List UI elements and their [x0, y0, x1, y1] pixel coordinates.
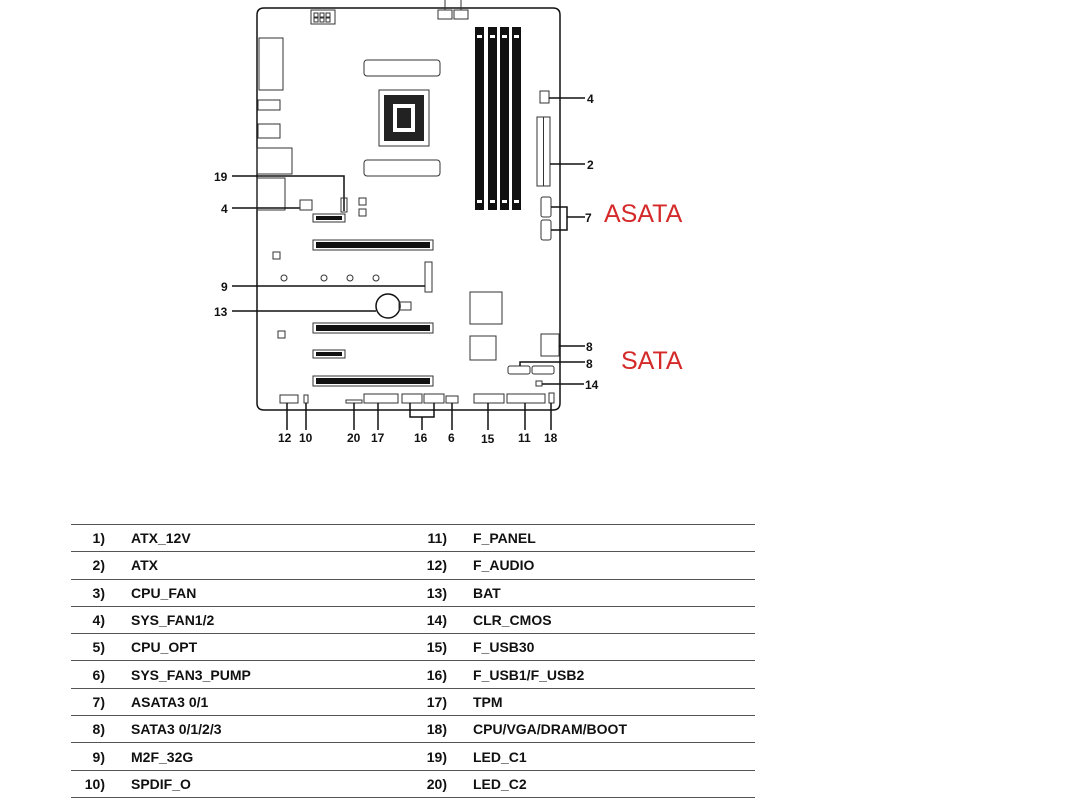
- atx-12v-connector: [310, 9, 336, 25]
- callout-13: 13: [214, 305, 228, 319]
- legend-number: 10): [71, 770, 131, 798]
- callout-4-top: 4: [587, 92, 594, 106]
- legend-number: 18): [413, 715, 473, 744]
- callout-19: 19: [214, 170, 228, 184]
- callout-7: 7: [585, 211, 592, 225]
- callout-12: 12: [278, 431, 292, 445]
- legend-label: M2F_32G: [131, 742, 413, 771]
- legend-label: CLR_CMOS: [473, 606, 755, 635]
- legend-number: 3): [71, 579, 131, 607]
- legend-label: CPU/VGA/DRAM/BOOT: [473, 715, 755, 744]
- dimm-slots: [475, 27, 521, 210]
- callout-8-a: 8: [586, 340, 593, 354]
- cpu-fan-headers: [437, 0, 469, 20]
- legend-number: 14): [413, 606, 473, 635]
- legend-label: F_USB30: [473, 633, 755, 662]
- m2-slot: [280, 261, 433, 293]
- legend-number: 11): [413, 523, 473, 553]
- callout-10: 10: [299, 431, 313, 445]
- sys-fan-header-top: [539, 90, 550, 104]
- legend-number: 6): [71, 660, 131, 689]
- callout-2: 2: [587, 158, 594, 172]
- legend-number: 7): [71, 688, 131, 717]
- legend-number: 4): [71, 606, 131, 635]
- legend-label: F_PANEL: [473, 523, 755, 553]
- legend-number: 9): [71, 742, 131, 771]
- legend-label: CPU_FAN: [131, 579, 413, 607]
- legend-number: 19): [413, 742, 473, 771]
- chipset-large: [469, 291, 503, 325]
- legend-number: 15): [413, 633, 473, 662]
- legend-label: CPU_OPT: [131, 633, 413, 662]
- legend-label: ATX_12V: [131, 523, 413, 553]
- legend-number: 17): [413, 688, 473, 717]
- legend-label: SYS_FAN1/2: [131, 606, 413, 635]
- sata-note: SATA: [621, 347, 683, 375]
- legend-number: 12): [413, 551, 473, 580]
- callout-11: 11: [518, 431, 531, 445]
- asata-note: ASATA: [604, 200, 683, 228]
- legend-number: 13): [413, 579, 473, 607]
- legend-number: 1): [71, 523, 131, 553]
- legend-label: SPDIF_O: [131, 770, 413, 798]
- legend-number: 5): [71, 633, 131, 662]
- callout-9: 9: [221, 280, 228, 294]
- legend-number: 8): [71, 715, 131, 744]
- legend-label: SATA3 0/1/2/3: [131, 715, 413, 744]
- callout-8-b: 8: [586, 357, 593, 371]
- legend-label: F_AUDIO: [473, 551, 755, 580]
- battery: [375, 293, 401, 319]
- sys-fan-header-left: [299, 199, 313, 211]
- legend-label: LED_C1: [473, 742, 755, 771]
- callout-16: 16: [414, 431, 428, 445]
- legend-label: SYS_FAN3_PUMP: [131, 660, 413, 689]
- legend-label: LED_C2: [473, 770, 755, 798]
- callout-18: 18: [544, 431, 558, 445]
- callout-6: 6: [448, 431, 455, 445]
- asata-ports: [540, 196, 552, 241]
- pcie-slots: [312, 213, 434, 387]
- callout-15: 15: [481, 432, 495, 446]
- callout-4-left: 4: [221, 202, 228, 216]
- bottom-headers: [279, 392, 555, 404]
- rear-io-block: [256, 37, 293, 211]
- board-outline: [256, 7, 561, 411]
- sata-ports: [507, 365, 555, 375]
- chipset-small: [469, 335, 497, 361]
- legend-label: ATX: [131, 551, 413, 580]
- legend-number: 2): [71, 551, 131, 580]
- cpu-socket: [363, 59, 441, 177]
- callout-17: 17: [371, 431, 385, 445]
- atx-24pin-connector: [536, 116, 551, 187]
- callout-20: 20: [347, 431, 361, 445]
- legend-label: ASATA3 0/1: [131, 688, 413, 717]
- callout-14: 14: [585, 378, 599, 392]
- legend-label: BAT: [473, 579, 755, 607]
- legend-label: TPM: [473, 688, 755, 717]
- legend-number: 20): [413, 770, 473, 798]
- legend-number: 16): [413, 660, 473, 689]
- legend-label: F_USB1/F_USB2: [473, 660, 755, 689]
- motherboard-layout-diagram: 4 2 7 19 4 9 13 8 8 14 12 10 20 17 16 6 …: [214, 0, 683, 446]
